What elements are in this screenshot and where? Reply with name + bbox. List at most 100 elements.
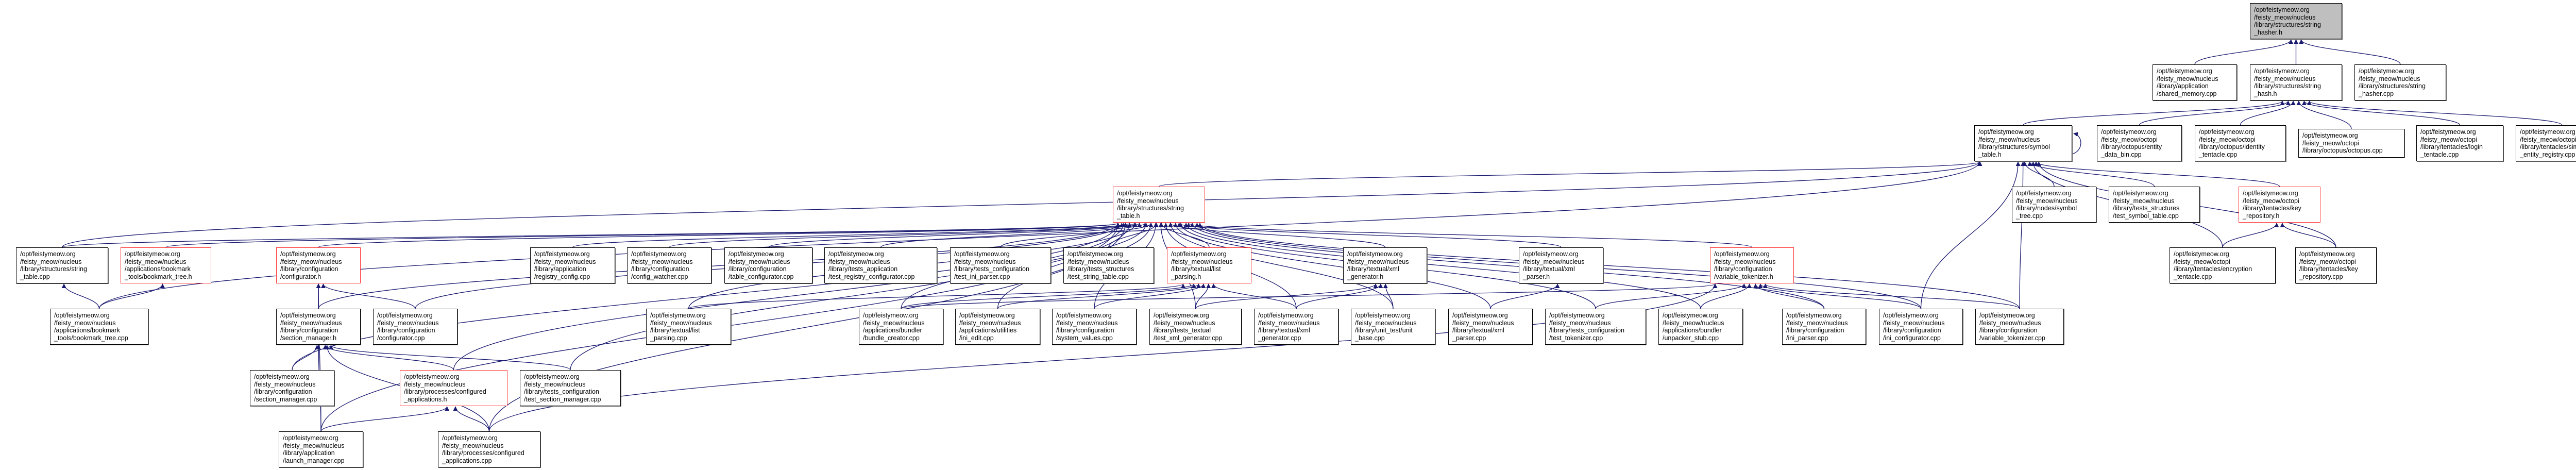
node-label: /opt/feistymeow.org /feisty_meow/nucleus… (1056, 312, 1118, 342)
graph-node-test-section-manager[interactable]: /opt/feistymeow.org /feisty_meow/nucleus… (520, 370, 621, 406)
dependency-edge (165, 223, 1120, 248)
node-label: /opt/feistymeow.org /feisty_meow/nucleus… (283, 434, 345, 464)
graph-node-entity-data-bin[interactable]: /opt/feistymeow.org /feisty_meow/octopi … (2097, 125, 2182, 161)
graph-node-list-parsing-cpp[interactable]: /opt/feistymeow.org /feisty_meow/nucleus… (646, 309, 731, 345)
node-label: /opt/feistymeow.org /feisty_meow/nucleus… (1979, 312, 2045, 342)
node-label: /opt/feistymeow.org /feisty_meow/nucleus… (650, 312, 712, 342)
dependency-edge (901, 283, 1717, 309)
graph-node-configured-applications-h[interactable]: /opt/feistymeow.org /feisty_meow/nucleus… (400, 370, 507, 406)
node-label: /opt/feistymeow.org /feisty_meow/nucleus… (1355, 312, 1417, 342)
graph-node-ini-edit[interactable]: /opt/feistymeow.org /feisty_meow/nucleus… (955, 309, 1040, 345)
graph-node-launch-manager[interactable]: /opt/feistymeow.org /feisty_meow/nucleus… (279, 431, 363, 467)
node-label: /opt/feistymeow.org /feisty_meow/nucleus… (1714, 250, 1776, 280)
node-label: /opt/feistymeow.org /feisty_meow/octopi … (2302, 132, 2383, 155)
graph-node-unpacker-stub[interactable]: /opt/feistymeow.org /feisty_meow/nucleus… (1658, 309, 1743, 345)
node-label: /opt/feistymeow.org /feisty_meow/nucleus… (728, 250, 794, 280)
dependency-edge (2302, 100, 2461, 126)
graph-node-symbol-table-h[interactable]: /opt/feistymeow.org /feisty_meow/nucleus… (1974, 125, 2072, 161)
graph-node-simple-entity-registry[interactable]: /opt/feistymeow.org /feisty_meow/octopi … (2516, 125, 2576, 161)
graph-node-section-manager-cpp[interactable]: /opt/feistymeow.org /feisty_meow/nucleus… (250, 370, 334, 406)
graph-node-bookmark-tree-h[interactable]: /opt/feistymeow.org /feisty_meow/nucleus… (121, 247, 211, 283)
graph-node-login-tentacle[interactable]: /opt/feistymeow.org /feisty_meow/octopi … (2416, 125, 2503, 161)
node-label: /opt/feistymeow.org /feisty_meow/nucleus… (280, 250, 342, 280)
dependency-edge (320, 406, 450, 432)
dependency-edge (2194, 39, 2294, 65)
node-label: /opt/feistymeow.org /feisty_meow/nucleus… (2254, 68, 2321, 97)
graph-node-symbol-tree[interactable]: /opt/feistymeow.org /feisty_meow/nucleus… (2012, 187, 2096, 223)
graph-node-test-string-table[interactable]: /opt/feistymeow.org /feisty_meow/nucleus… (1063, 247, 1154, 283)
dependency-edge (61, 161, 1982, 248)
dependency-edge (1159, 223, 1210, 248)
dependency-edge (2296, 100, 2352, 129)
dependency-edge (1383, 283, 1394, 309)
graph-node-octopus-cpp[interactable]: /opt/feistymeow.org /feisty_meow/octopi … (2298, 129, 2404, 158)
graph-node-string-table-cpp[interactable]: /opt/feistymeow.org /feisty_meow/nucleus… (16, 247, 108, 283)
dependency-edge (2280, 223, 2336, 248)
graph-node-string-hasher-h[interactable]: /opt/feistymeow.org /feisty_meow/nucleus… (2250, 3, 2342, 39)
graph-node-configured-applications-cpp[interactable]: /opt/feistymeow.org /feisty_meow/nucleus… (438, 431, 540, 467)
dependency-edge (61, 223, 1120, 248)
graph-node-test-xml-generator[interactable]: /opt/feistymeow.org /feisty_meow/nucleus… (1149, 309, 1242, 345)
graph-node-bookmark-tree-cpp[interactable]: /opt/feistymeow.org /feisty_meow/nucleus… (50, 309, 148, 345)
dependency-edge (2299, 39, 2401, 65)
dependency-edge (2072, 132, 2081, 155)
dependency-edge (1296, 283, 1383, 309)
dependency-edge (572, 223, 1132, 248)
graph-node-config-watcher[interactable]: /opt/feistymeow.org /feisty_meow/nucleus… (627, 247, 711, 283)
node-label: /opt/feistymeow.org /feisty_meow/octopi … (2420, 128, 2483, 158)
graph-node-test-registry-configurator[interactable]: /opt/feistymeow.org /feisty_meow/nucleus… (824, 247, 937, 283)
graph-node-xml-parser-h[interactable]: /opt/feistymeow.org /feisty_meow/nucleus… (1519, 247, 1603, 283)
graph-node-configurator-cpp[interactable]: /opt/feistymeow.org /feisty_meow/nucleus… (373, 309, 457, 345)
node-label: /opt/feistymeow.org /feisty_meow/octopi … (2299, 250, 2358, 280)
graph-node-ini-configurator[interactable]: /opt/feistymeow.org /feisty_meow/nucleus… (1879, 309, 1963, 345)
dependency-edge (2019, 161, 2026, 309)
graph-node-section-manager-h[interactable]: /opt/feistymeow.org /feisty_meow/nucleus… (276, 309, 361, 345)
node-label: /opt/feistymeow.org /feisty_meow/nucleus… (442, 434, 524, 464)
graph-node-unit-base[interactable]: /opt/feistymeow.org /feisty_meow/nucleus… (1351, 309, 1435, 345)
dependency-edge (323, 345, 454, 371)
dependency-edge (2023, 100, 2285, 126)
graph-node-variable-tokenizer-h[interactable]: /opt/feistymeow.org /feisty_meow/nucleus… (1710, 247, 1794, 283)
dependency-edge (292, 345, 319, 371)
dependency-edge (1763, 283, 2020, 309)
dependency-edge (570, 223, 1132, 371)
node-label: /opt/feistymeow.org /feisty_meow/nucleus… (1549, 312, 1624, 342)
node-label: /opt/feistymeow.org /feisty_meow/nucleus… (1171, 250, 1233, 280)
dependency-edge (1758, 283, 1922, 309)
node-label: /opt/feistymeow.org /feisty_meow/nucleus… (1067, 250, 1134, 280)
node-label: /opt/feistymeow.org /feisty_meow/nucleus… (54, 312, 128, 342)
graph-node-variable-tokenizer-cpp[interactable]: /opt/feistymeow.org /feisty_meow/nucleus… (1975, 309, 2064, 345)
dependency-edge (61, 283, 100, 309)
graph-node-registry-config[interactable]: /opt/feistymeow.org /feisty_meow/nucleus… (530, 247, 615, 283)
dependency-edge (1490, 283, 1560, 309)
graph-node-test-symbol-table[interactable]: /opt/feistymeow.org /feisty_meow/nucleus… (2109, 187, 2200, 223)
graph-node-ini-parser[interactable]: /opt/feistymeow.org /feisty_meow/nucleus… (1782, 309, 1866, 345)
graph-node-xml-generator-cpp[interactable]: /opt/feistymeow.org /feisty_meow/nucleus… (1254, 309, 1338, 345)
dependency-edge (1195, 283, 1378, 309)
graph-node-key-repository-h[interactable]: /opt/feistymeow.org /feisty_meow/octopi … (2239, 187, 2320, 223)
graph-node-shared-memory[interactable]: /opt/feistymeow.org /feisty_meow/nucleus… (2153, 64, 2237, 100)
dependency-edge (997, 283, 1201, 309)
graph-node-bundle-creator[interactable]: /opt/feistymeow.org /feisty_meow/nucleus… (859, 309, 943, 345)
dependency-edge (98, 283, 165, 309)
graph-node-key-repository-cpp[interactable]: /opt/feistymeow.org /feisty_meow/octopi … (2295, 247, 2377, 283)
graph-node-table-configurator[interactable]: /opt/feistymeow.org /feisty_meow/nucleus… (724, 247, 812, 283)
graph-node-system-values[interactable]: /opt/feistymeow.org /feisty_meow/nucleus… (1052, 309, 1137, 345)
node-label: /opt/feistymeow.org /feisty_meow/nucleus… (2254, 6, 2321, 36)
graph-node-identity-tentacle[interactable]: /opt/feistymeow.org /feisty_meow/octopi … (2195, 125, 2286, 161)
dependency-edge (2240, 100, 2296, 126)
dependency-edge (320, 283, 416, 309)
graph-node-string-hasher-cpp[interactable]: /opt/feistymeow.org /feisty_meow/nucleus… (2354, 64, 2446, 100)
graph-node-string-table-h[interactable]: /opt/feistymeow.org /feisty_meow/nucleus… (1113, 187, 1205, 223)
graph-node-encryption-tentacle[interactable]: /opt/feistymeow.org /feisty_meow/octopi … (2170, 247, 2276, 283)
graph-node-string-hash-h[interactable]: /opt/feistymeow.org /feisty_meow/nucleus… (2250, 64, 2342, 100)
graph-node-test-ini-parser[interactable]: /opt/feistymeow.org /feisty_meow/nucleus… (950, 247, 1051, 283)
graph-node-xml-generator-h[interactable]: /opt/feistymeow.org /feisty_meow/nucleus… (1343, 247, 1427, 283)
node-label: /opt/feistymeow.org /feisty_meow/nucleus… (1452, 312, 1514, 342)
graph-node-xml-parser-cpp[interactable]: /opt/feistymeow.org /feisty_meow/nucleus… (1448, 309, 1533, 345)
node-label: /opt/feistymeow.org /feisty_meow/nucleus… (1523, 250, 1585, 280)
dependency-edge (2307, 100, 2563, 126)
graph-node-list-parsing-h[interactable]: /opt/feistymeow.org /feisty_meow/nucleus… (1167, 247, 1251, 283)
graph-node-test-tokenizer[interactable]: /opt/feistymeow.org /feisty_meow/nucleus… (1545, 309, 1646, 345)
graph-node-configurator-h[interactable]: /opt/feistymeow.org /feisty_meow/nucleus… (276, 247, 361, 283)
